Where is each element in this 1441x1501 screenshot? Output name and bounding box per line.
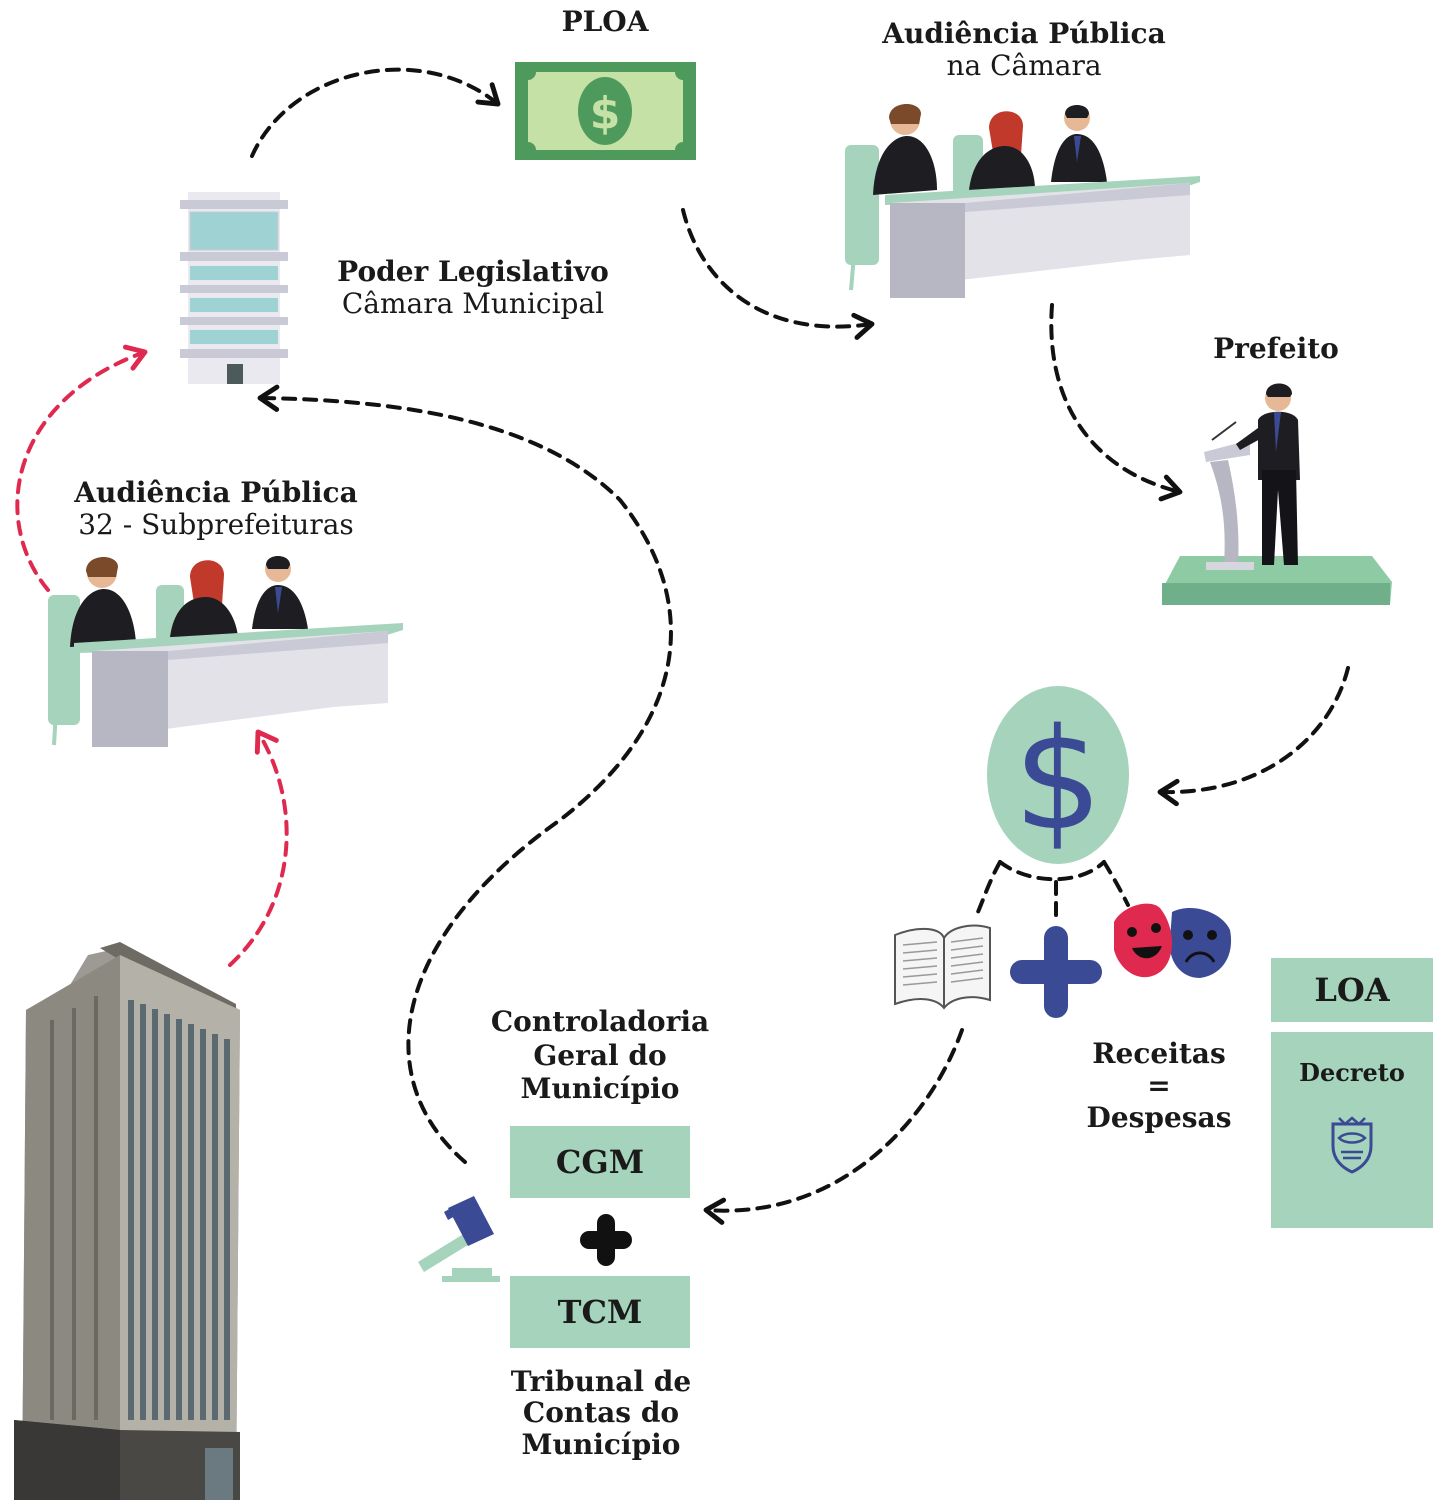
ploa-title: PLOA [561,5,649,38]
poder-legislativo-title: Poder Legislativo [337,255,609,288]
gavel-icon [418,1196,500,1282]
plus-icon [580,1214,632,1266]
ploa-label: PLOA [525,5,685,38]
dollar-coin-icon: $ [987,686,1129,864]
council-icon [48,556,403,747]
audiencia-camara-subtitle: na Câmara [946,49,1102,83]
arrow-audiencia-camara-to-prefeito [1049,303,1183,502]
audiencia-subprefeituras-label: Audiência Pública 32 - Subprefeituras [66,476,366,542]
decreto-panel: Decreto [1271,1032,1433,1228]
arrow-subprefeituras-to-legislativo [15,344,148,592]
audiencia-subprefeituras-subtitle: 32 - Subprefeituras [78,508,354,542]
money-bill-icon: $ [515,62,696,160]
skyscraper-icon [14,942,240,1500]
cgm-box: CGM [510,1126,690,1198]
coat-of-arms-icon [1331,1116,1373,1174]
svg-text:$: $ [590,88,621,139]
decreto-label: Decreto [1299,1058,1405,1087]
poder-legislativo-label: Poder Legislativo Câmara Municipal [322,255,624,321]
connector-coin-book [976,860,1002,914]
arrow-ploa-to-audiencia-camara [681,208,875,340]
audiencia-camara-title: Audiência Pública [882,17,1166,50]
arrow-legislativo-to-ploa [250,67,501,158]
arrow-prefeitura-to-subprefeituras [228,729,289,967]
book-icon [894,924,991,1010]
arrow-balance-to-cgm [703,1028,964,1225]
audiencia-subprefeituras-title: Audiência Pública [74,476,358,509]
arrow-prefeito-to-dollar [1157,666,1350,807]
balance-label: Receitas = Despesas [1086,1037,1232,1135]
prefeito-title: Prefeito [1213,332,1339,365]
council-icon [845,103,1200,298]
loa-box: LOA [1271,958,1433,1022]
arrow-cgm-to-legislativo [257,384,673,1164]
svg-text:$: $ [1013,699,1102,862]
podium-icon [1162,383,1392,605]
connector-coin-arc [998,860,1106,882]
connector-coin-masks [1102,860,1130,907]
audiencia-camara-label: Audiência Pública na Câmara [850,17,1198,83]
theater-masks-icon [1114,903,1232,978]
building-icon [180,192,288,384]
plus-icon [1010,926,1102,1018]
tcm-full-name: Tribunal de Contas do Município [510,1365,692,1461]
cgm-full-name: Controladoria Geral do Município [490,1005,710,1106]
tcm-box: TCM [510,1276,690,1348]
poder-legislativo-subtitle: Câmara Municipal [341,287,605,321]
prefeito-label: Prefeito [1186,332,1366,365]
